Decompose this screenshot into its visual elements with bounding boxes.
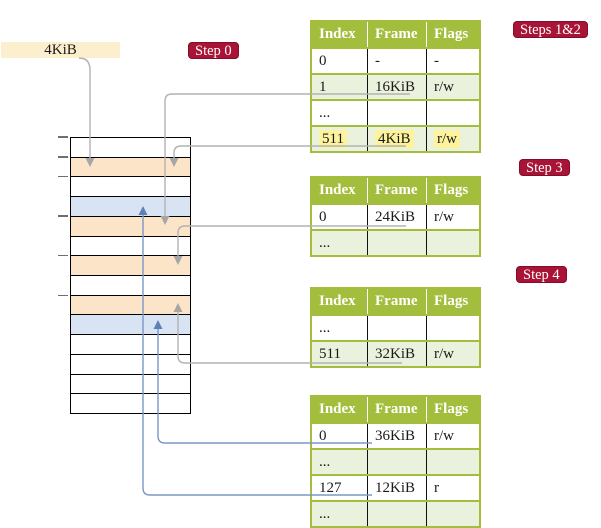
memory-row-pagetable-frame: [71, 295, 190, 316]
table-cell: [367, 231, 426, 255]
table-cell: r/w: [426, 127, 479, 151]
table-cell: 36KiB: [367, 424, 426, 448]
table-cell: 0: [319, 53, 327, 69]
memory-row: [71, 138, 190, 158]
table-cell: ...: [319, 506, 331, 522]
memory-row: [71, 394, 190, 414]
memory-row-pagetable-frame: [71, 216, 190, 237]
column-header: Flags: [426, 289, 479, 314]
table-cell: -: [426, 49, 479, 73]
table-row: ...: [312, 448, 479, 474]
step-0-badge: Step 0: [188, 42, 239, 59]
memory-tick: [58, 156, 68, 158]
memory-row: [71, 276, 190, 296]
table-cell: 4KiB: [367, 127, 426, 151]
column-header: Index: [319, 26, 356, 42]
table-row: ...: [312, 500, 479, 526]
table-cell: 16KiB: [367, 75, 426, 99]
highlighted-value: 511: [319, 130, 347, 148]
table-cell: 24KiB: [367, 205, 426, 229]
memory-tick: [58, 136, 68, 138]
table-cell: [367, 502, 426, 526]
column-header: Frame: [367, 289, 426, 314]
table-cell: 32KiB: [367, 342, 426, 366]
memory-tick: [58, 294, 68, 297]
table-row: ...: [312, 314, 479, 340]
table-cell: [426, 231, 479, 255]
column-header: Flags: [426, 397, 479, 422]
highlighted-value: 4KiB: [375, 130, 414, 148]
column-header: Index: [319, 293, 356, 309]
table-cell: ...: [319, 454, 331, 470]
memory-row: [71, 177, 190, 198]
table-cell: 511: [319, 346, 341, 362]
table-cell: [367, 316, 426, 340]
column-header: Frame: [367, 178, 426, 203]
memory-tick: [58, 254, 68, 257]
table-cell: 1: [319, 79, 327, 95]
steps-1-2-badge: Steps 1&2: [513, 21, 588, 38]
column-header: Flags: [426, 22, 479, 47]
table-cell: [367, 450, 426, 474]
table-cell: 0: [319, 209, 327, 225]
step-4-badge: Step 4: [516, 266, 567, 283]
memory-row: [71, 335, 190, 355]
table-cell: [426, 316, 479, 340]
table-cell: [426, 101, 479, 125]
memory-row-pagetable-frame: [71, 157, 190, 178]
table-cell: ...: [319, 105, 331, 121]
memory-row: [71, 236, 190, 257]
table-cell: ...: [319, 235, 331, 251]
column-header: Flags: [426, 178, 479, 203]
memory-tick: [58, 175, 68, 178]
table-cell: -: [367, 49, 426, 73]
table-cell: r/w: [426, 342, 479, 366]
table-row: 0 --: [312, 47, 479, 73]
memory-row-pagetable-frame: [71, 256, 190, 277]
column-header: Frame: [367, 397, 426, 422]
table-row: ...: [312, 229, 479, 255]
table-cell: 511: [312, 127, 367, 151]
highlighted-value: r/w: [434, 130, 460, 148]
table-row: 511 4KiB r/w: [312, 125, 479, 151]
table-cell: 127: [319, 480, 342, 496]
memory-row: [71, 374, 190, 395]
memory-row: [71, 354, 190, 375]
table-cell: r/w: [426, 205, 479, 229]
column-header: Index: [319, 182, 356, 198]
memory-row-data-frame: [71, 315, 190, 336]
column-header: Frame: [367, 22, 426, 47]
table-cell: ...: [319, 320, 331, 336]
table-cell: [367, 101, 426, 125]
table-row: ...: [312, 99, 479, 125]
table-cell: 12KiB: [367, 476, 426, 500]
table-cell: [426, 502, 479, 526]
step-3-badge: Step 3: [519, 159, 570, 176]
table-cell: r/w: [426, 75, 479, 99]
physical-memory-column: [70, 137, 191, 414]
column-header: Index: [319, 401, 356, 417]
table-cell: 0: [319, 428, 327, 444]
table-cell: r: [426, 476, 479, 500]
memory-tick: [58, 215, 68, 217]
root-table-address-box: 4KiB: [1, 42, 120, 58]
memory-row-data-frame: [71, 197, 190, 217]
table-cell: r/w: [426, 424, 479, 448]
table-cell: [426, 450, 479, 474]
